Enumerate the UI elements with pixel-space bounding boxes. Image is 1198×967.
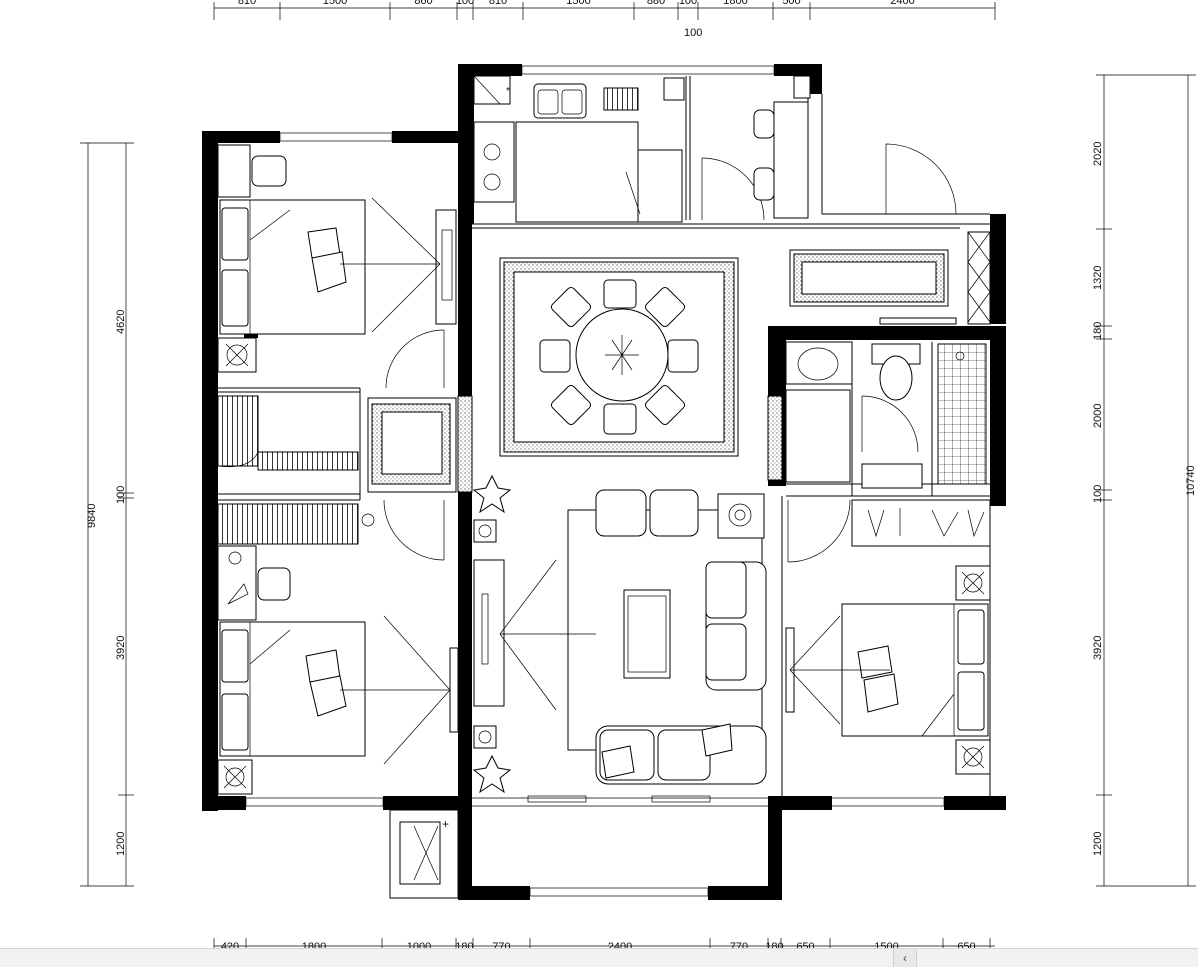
right-outer-dim: 10740 bbox=[1185, 465, 1197, 496]
left-dim-2: 100 bbox=[115, 486, 127, 504]
kitchen: * bbox=[473, 75, 685, 223]
right-dim-5: 100 bbox=[1092, 485, 1104, 503]
right-dim-4: 2000 bbox=[1092, 404, 1104, 428]
bedroom-lower-left bbox=[217, 545, 459, 795]
plant-icon bbox=[472, 474, 512, 794]
wardrobe-left bbox=[217, 395, 457, 545]
dining-chair bbox=[539, 279, 699, 435]
bathroom bbox=[767, 341, 987, 489]
top-dim-3: 860 bbox=[414, 0, 432, 7]
top-dim-5: 810 bbox=[489, 0, 507, 7]
top-dim-8: 100 bbox=[679, 0, 697, 7]
top-dim-10: 500 bbox=[782, 0, 800, 7]
right-dim-3: 180 bbox=[1092, 322, 1104, 340]
top-dim-11: 2400 bbox=[890, 0, 914, 7]
right-dimension-line: 2020 1320 180 2000 100 3920 1200 10740 bbox=[1092, 74, 1197, 887]
left-dim-4: 1200 bbox=[115, 832, 127, 856]
living-room bbox=[457, 395, 767, 794]
top-dimension-labels: 810 1500 860 100 810 1500 880 100 1800 500 2400 bbox=[238, 0, 915, 7]
left-dimension-line: 9840 4620 100 3920 1200 bbox=[80, 142, 134, 887]
windows bbox=[245, 65, 945, 897]
pillow-icon bbox=[305, 649, 347, 717]
study bbox=[753, 75, 811, 219]
pillow-icon bbox=[307, 227, 347, 293]
right-dim-2: 1320 bbox=[1092, 266, 1104, 290]
top-dim-2: 1500 bbox=[323, 0, 347, 7]
top-dim-9: 1800 bbox=[723, 0, 747, 7]
right-dim-7: 1200 bbox=[1092, 832, 1104, 856]
left-outer-dim: 9840 bbox=[86, 504, 98, 528]
dining-area bbox=[499, 231, 991, 457]
walls bbox=[202, 64, 1006, 900]
top-dim-4: 100 bbox=[456, 0, 474, 7]
top-dim-1: 810 bbox=[238, 0, 256, 7]
wardrobe-right bbox=[851, 499, 991, 547]
svg-text:+: + bbox=[442, 817, 449, 831]
right-dim-6: 3920 bbox=[1092, 636, 1104, 660]
top-dimension-line: 100 bbox=[213, 2, 996, 39]
bedroom-right bbox=[785, 565, 991, 775]
chevron-left-icon[interactable]: ‹ bbox=[893, 949, 917, 967]
top-dim-6: 1500 bbox=[566, 0, 590, 7]
utility-balcony: + bbox=[389, 809, 459, 899]
right-dim-1: 2020 bbox=[1092, 142, 1104, 166]
top-dim-extra: 100 bbox=[684, 27, 702, 39]
status-bar: ‹ bbox=[0, 948, 1198, 967]
left-dim-3: 3920 bbox=[115, 636, 127, 660]
doors bbox=[383, 143, 957, 563]
left-dim-1: 4620 bbox=[115, 310, 127, 334]
bedroom-upper-left bbox=[217, 144, 457, 373]
top-dim-7: 880 bbox=[647, 0, 665, 7]
svg-text:*: * bbox=[506, 86, 510, 97]
